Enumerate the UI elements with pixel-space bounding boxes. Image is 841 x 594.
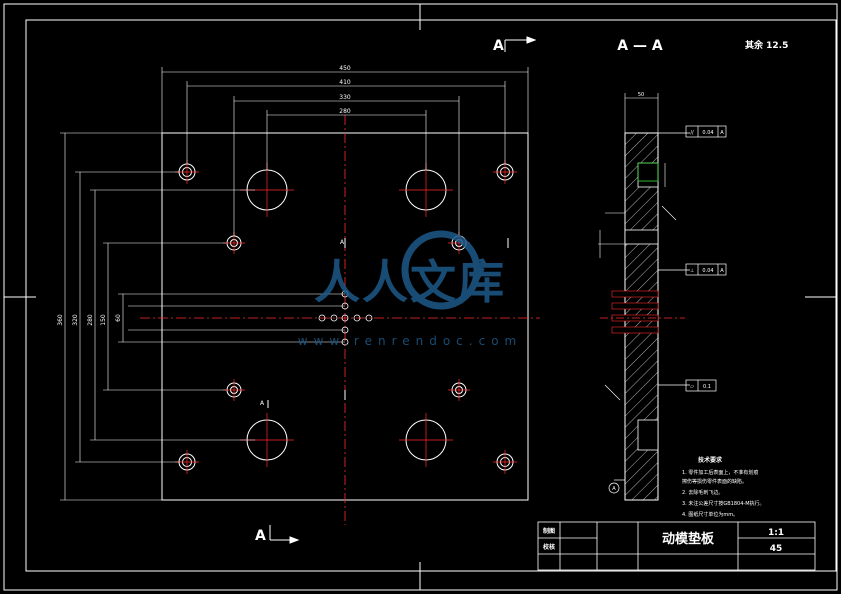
datum-label: A: [612, 486, 616, 492]
left-dimension-texts: 360 320 280 150 60: [57, 314, 122, 326]
drawing-title: 动模垫板: [662, 531, 715, 547]
title-block-check-label: 校核: [543, 543, 555, 551]
gdt-value-perp: 0.04: [702, 268, 713, 274]
center-lines: [140, 115, 540, 525]
section-view: [600, 93, 685, 501]
gdt-symbol-flat: ▱: [690, 384, 694, 390]
gdt-value-parallel: 0.04: [702, 130, 713, 136]
datum-marker: [608, 479, 625, 494]
section-leaders: [598, 163, 677, 401]
title-block-scale: 1:1: [768, 528, 784, 538]
dim-320: 320: [72, 314, 79, 326]
dim-150: 150: [100, 314, 107, 326]
tech-req-item-1: 1. 零件加工后表面上，不准有划痕: [682, 469, 758, 476]
watermark-text: 人人文库: [314, 255, 506, 309]
top-dimension-lines: [161, 67, 529, 236]
tech-req-item-4: 3. 未注公差尺寸按GB1804-M执行。: [682, 500, 765, 507]
dim-360: 360: [57, 314, 64, 326]
tech-req-heading: 技术要求: [698, 456, 723, 464]
dim-450: 450: [339, 65, 351, 72]
dim-280: 280: [339, 108, 351, 115]
gdt-texts: // 0.04 A ⊥ 0.04 A ▱ 0.1: [690, 130, 724, 390]
section-title: A — A: [617, 38, 663, 54]
sheet-frame: [3, 3, 838, 591]
dim-410: 410: [339, 79, 351, 86]
dim-60: 60: [115, 314, 122, 322]
dim-330: 330: [339, 94, 351, 101]
gdt-frames: [658, 125, 727, 392]
left-dimension-lines: [60, 132, 345, 501]
screw-holes: [178, 163, 514, 471]
section-labels: A A A A: [255, 38, 504, 544]
section-mark-center: A: [340, 239, 345, 246]
gdt-datum-perp: A: [720, 268, 724, 274]
title-block: [537, 521, 816, 571]
dim-thickness: 50: [638, 92, 644, 98]
gdt-value-flat: 0.1: [703, 384, 711, 390]
section-cut-marks: [267, 36, 537, 544]
roughness-note: 其余 12.5: [745, 39, 788, 51]
tech-req-item-2: 擦伤等损伤零件表面的缺陷。: [682, 478, 747, 485]
gdt-symbol-perp: ⊥: [690, 268, 694, 274]
gdt-datum-parallel: A: [720, 130, 724, 136]
screw-hole-crosses: [175, 160, 517, 474]
section-mark-bottom: A: [255, 528, 266, 544]
watermark-url: www.renrendoc.com: [298, 334, 522, 348]
top-dimension-texts: 450 410 330 280: [339, 65, 351, 115]
watermark-logo: 人人文库 www.renrendoc.com: [298, 230, 522, 348]
dim-280: 280: [87, 314, 94, 326]
section-mark-top: A: [493, 38, 504, 54]
tech-req-item-3: 2. 去除毛刺飞边。: [682, 489, 723, 496]
tech-requirements: 技术要求 1. 零件加工后表面上，不准有划痕 擦伤等损伤零件表面的缺陷。 2. …: [682, 456, 765, 518]
title-block-material: 45: [770, 544, 783, 554]
gdt-symbol-parallel: //: [690, 130, 694, 136]
ejector-guide-lines: [128, 305, 345, 331]
tech-req-item-5: 4. 图纸尺寸单位为mm。: [682, 511, 738, 518]
section-mark-lower: A: [260, 400, 265, 407]
title-block-draw-label: 制图: [543, 527, 555, 535]
